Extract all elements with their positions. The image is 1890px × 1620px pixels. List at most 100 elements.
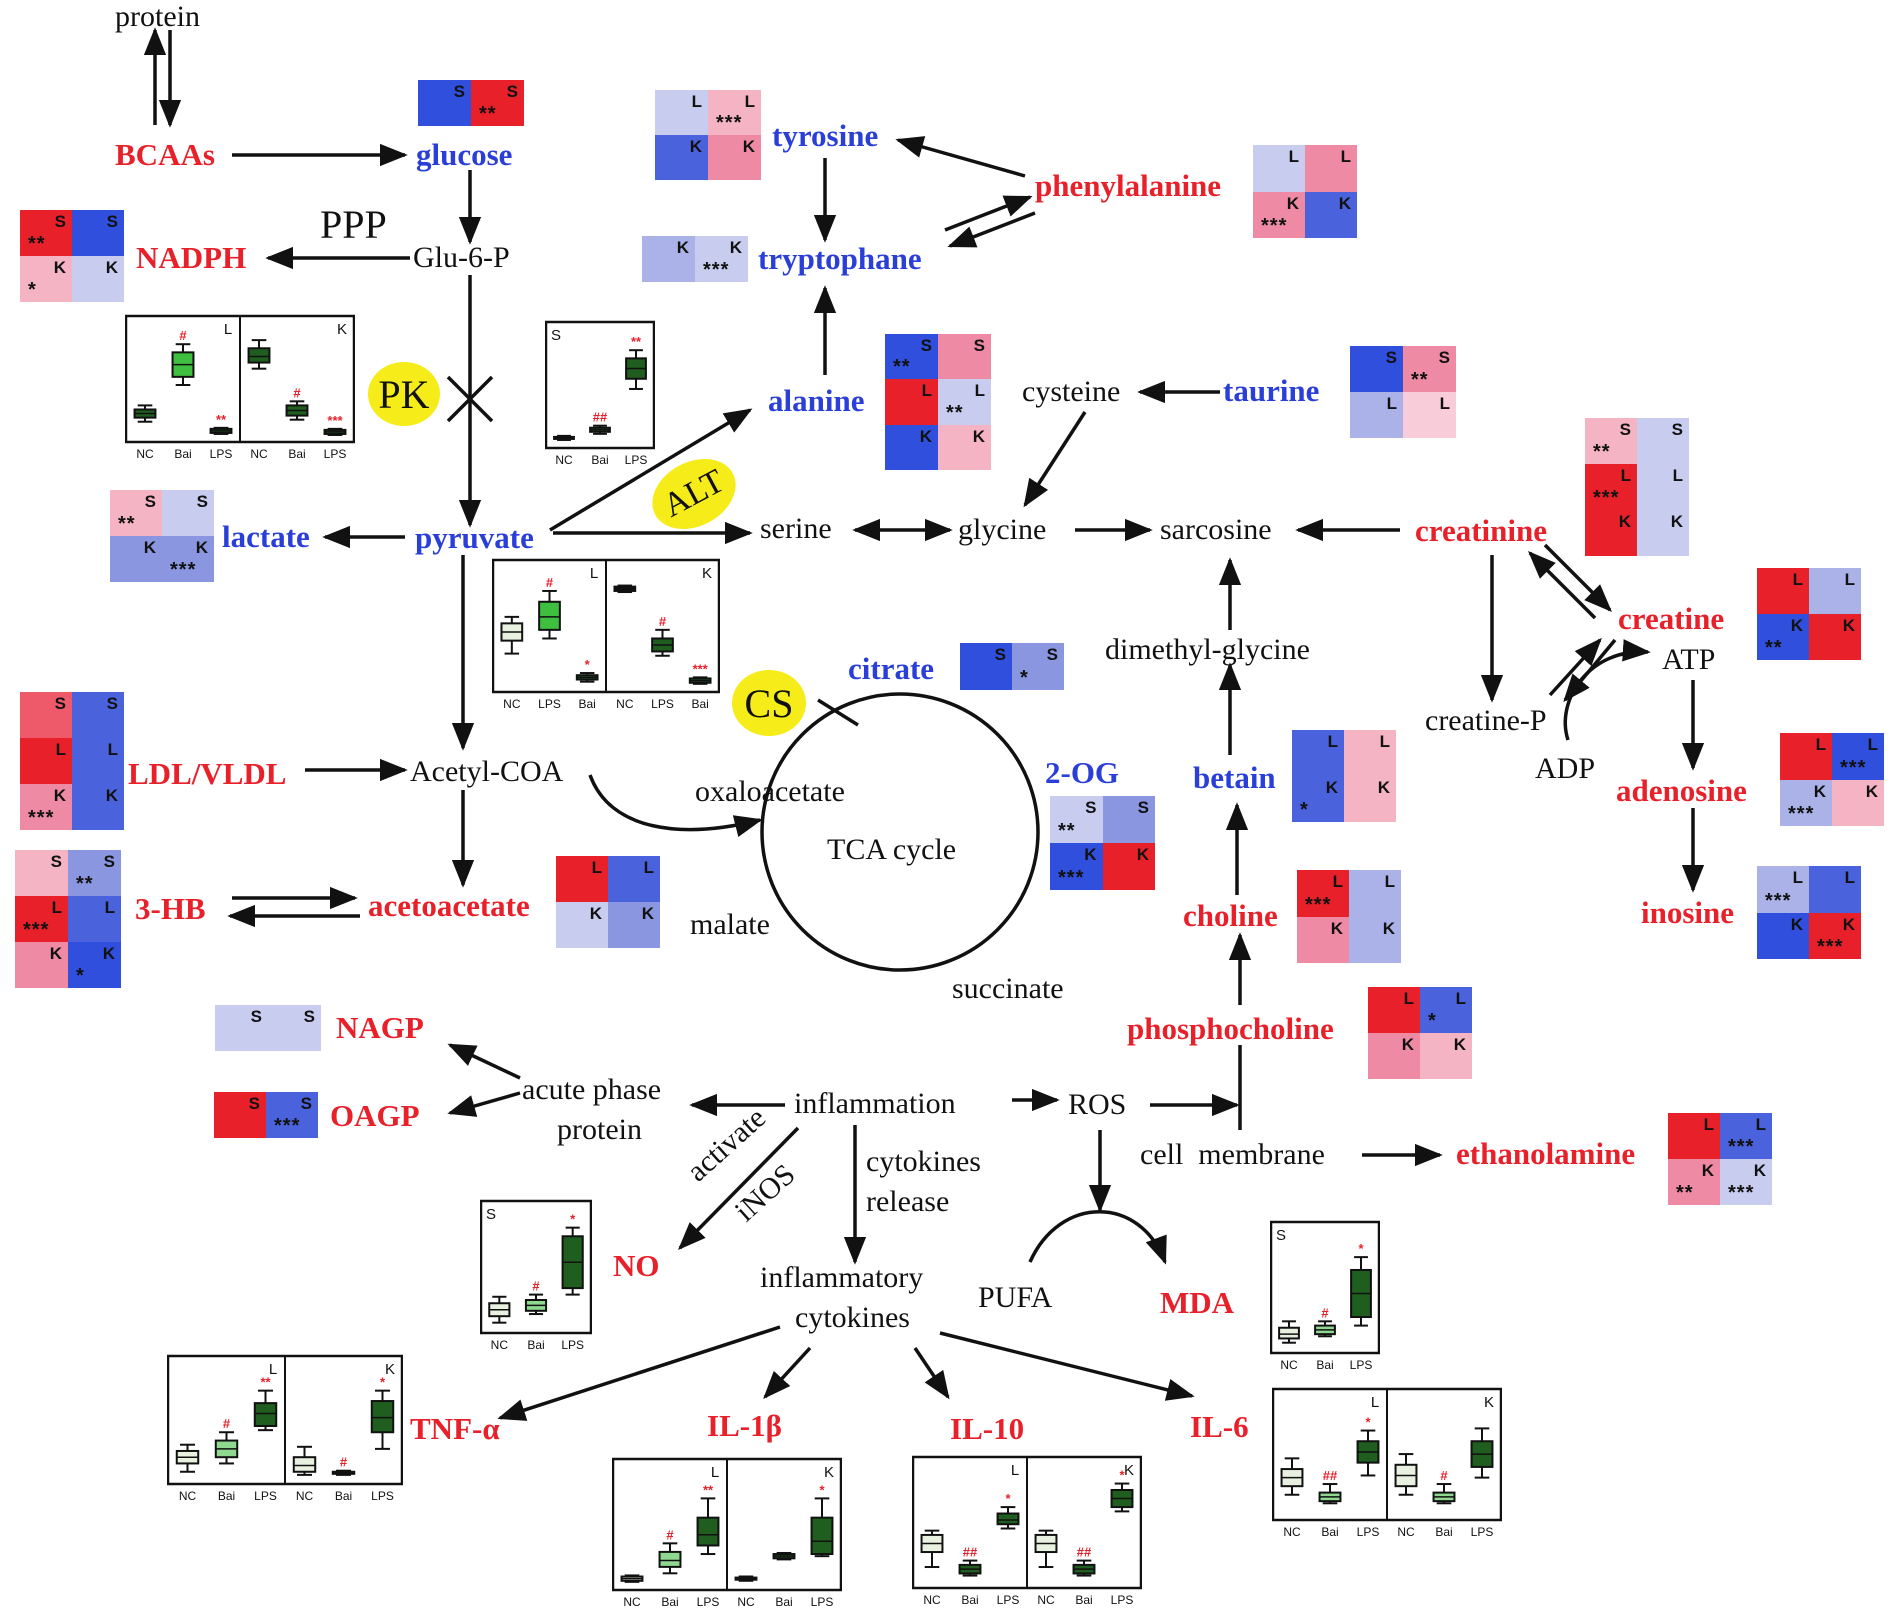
- boxplot-box: [1314, 1320, 1336, 1338]
- heatmap-cell: L: [1368, 987, 1420, 1033]
- heatmap-cell-tag: K: [1286, 193, 1299, 213]
- heatmap-cell: L: [885, 379, 938, 425]
- boxplot-group-label: Bai: [288, 447, 305, 461]
- heatmap-cell-significance: ***: [28, 807, 55, 829]
- heatmap-cell: S: [418, 80, 471, 126]
- heatmap-cell: K: [15, 942, 68, 988]
- boxplot-significance-mark: **: [703, 1482, 714, 1497]
- node-creatine-p: creatine-P: [1425, 704, 1547, 737]
- heatmap-cell-tag: L: [691, 92, 702, 111]
- heatmap-cell-significance: ***: [1261, 215, 1288, 237]
- heatmap-cell: S: [1350, 346, 1403, 392]
- node-il-1b: IL-1β: [707, 1408, 782, 1443]
- node-lactate: lactate: [222, 519, 310, 554]
- boxplot-significance-mark: #: [546, 575, 554, 590]
- heatmap-cell-significance: **: [946, 401, 964, 424]
- heatmap-cell-tag: K: [1842, 914, 1855, 934]
- heatmap-cell: K: [938, 424, 991, 470]
- boxplot-box: [1432, 1483, 1456, 1505]
- node-creatine: creatine: [1618, 601, 1725, 636]
- node-bcaas: BCAAs: [115, 137, 215, 172]
- heatmap-cell: K: [1637, 510, 1689, 556]
- boxplot-group-label: LPS: [210, 447, 233, 461]
- heatmap-cell: L***: [1832, 733, 1884, 780]
- boxplot-box: [331, 1469, 356, 1476]
- boxplot-box: [323, 427, 347, 436]
- node-adp: ADP: [1535, 752, 1596, 785]
- heatmap-cell-tag: L: [1844, 570, 1855, 589]
- heatmap-cell-tag: S: [54, 694, 66, 713]
- boxplot-significance-mark: ##: [593, 410, 608, 425]
- heatmap-cell-significance: ***: [1728, 1136, 1755, 1158]
- heatmap-cell-tag: K: [972, 426, 985, 446]
- node-acute-phase: acute phase: [522, 1073, 662, 1106]
- heatmap-cell-tag: K: [1338, 193, 1351, 213]
- heatmap-cell-significance: ***: [1817, 936, 1844, 958]
- heatmap-cell-significance: **: [893, 356, 911, 379]
- heatmap-cell: K: [1349, 916, 1401, 963]
- heatmap-cell-tag: K: [195, 538, 208, 557]
- node-oagp: OAGP: [330, 1098, 420, 1133]
- heatmap-cell: K ***: [20, 784, 72, 830]
- node-taurine: taurine: [1223, 373, 1320, 408]
- boxplot-group-label: Bai: [1435, 1525, 1452, 1539]
- boxplot-box: [488, 1295, 511, 1324]
- boxplot-group-label: NC: [136, 447, 154, 461]
- node-phenylalanine: phenylalanine: [1035, 168, 1222, 203]
- boxplot-box: [209, 426, 233, 435]
- heatmap-cell: S: [214, 1092, 266, 1138]
- heatmap-cell: L: [1349, 870, 1401, 917]
- heatmap-cell: K***: [1780, 779, 1832, 826]
- boxplot-significance-mark: **: [631, 334, 642, 349]
- boxplot-box: [538, 589, 561, 640]
- boxplot-group-label: NC: [1280, 1358, 1298, 1372]
- heatmap-cell-tag: L: [1815, 735, 1826, 754]
- heatmap-cell-tag: L: [55, 740, 66, 759]
- boxplot-group-label: NC: [1397, 1525, 1415, 1539]
- node-dimethyl-glycine: dimethyl-glycine: [1105, 633, 1310, 666]
- boxplot-group-label: Bai: [1321, 1525, 1338, 1539]
- boxplot-significance-mark: #: [293, 385, 301, 400]
- heatmap-cell-tag: L: [1384, 872, 1395, 891]
- heatmap-cell: K: [72, 256, 124, 302]
- boxplot-group-label: Bai: [961, 1593, 978, 1607]
- heatmap-cell-tag: L: [1439, 394, 1450, 413]
- node-atp: ATP: [1662, 643, 1716, 676]
- boxplot-group-label: Bai: [174, 447, 191, 461]
- boxplot-box: [247, 339, 271, 370]
- heatmap-cell: L: [1637, 464, 1689, 510]
- boxplot-panel-tag: S: [1276, 1227, 1286, 1244]
- boxplot-box: [292, 1445, 317, 1476]
- heatmap-cell-tag: K: [919, 426, 932, 446]
- node-ros: ROS: [1068, 1088, 1127, 1121]
- boxplot-box: [625, 349, 647, 390]
- boxplot-box: [1356, 1429, 1380, 1477]
- heatmap-cell-tag: S: [1619, 420, 1631, 439]
- heatmap-cell-tag: K: [1136, 845, 1149, 864]
- boxplot-box: [613, 584, 637, 594]
- heatmap-cell: S: [960, 643, 1012, 690]
- boxplot-significance-mark: ##: [963, 1545, 978, 1560]
- heatmap-cell-significance: ***: [23, 919, 50, 941]
- heatmap-cell-tag: K: [1330, 918, 1343, 938]
- heatmap-cell: K: [1344, 776, 1396, 822]
- heatmap-cell-tag: L: [744, 92, 755, 111]
- heatmap-cell-tag: S: [300, 1094, 312, 1113]
- boxplot-box: [175, 1443, 200, 1473]
- heatmap-cell: K*: [68, 942, 121, 988]
- node-choline: choline: [1183, 898, 1278, 933]
- boxplot-group-label: Bai: [335, 1489, 352, 1503]
- heatmap-cell: K: [556, 902, 608, 948]
- heatmap-cell-tag: K: [53, 786, 66, 805]
- node-glucose: glucose: [416, 137, 513, 172]
